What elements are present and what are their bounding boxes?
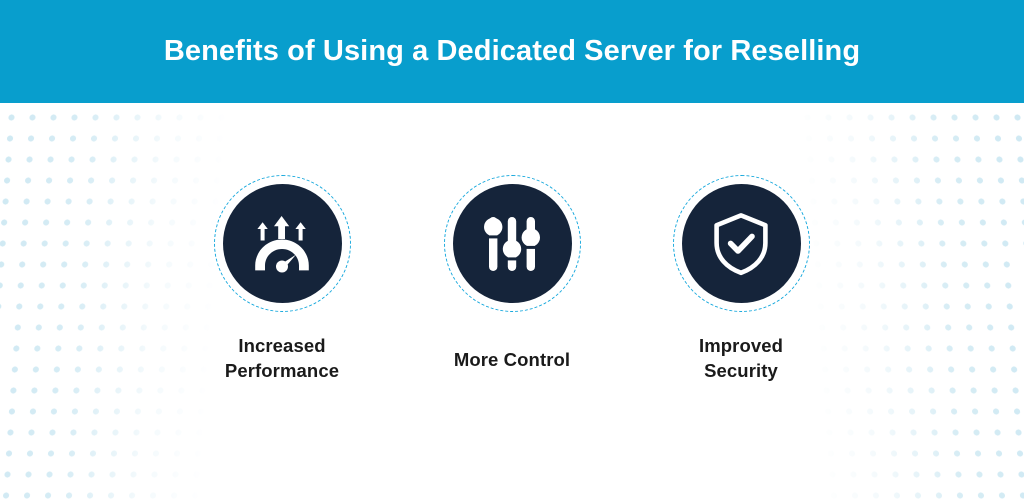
benefit-item-performance: Increased Performance [167, 175, 397, 383]
benefit-icon-circle-security [672, 175, 810, 312]
benefit-label-line-2: Performance [224, 359, 340, 381]
performance-gauge-icon [249, 213, 315, 275]
benefit-item-security: Improved Security [626, 175, 856, 383]
dashed-ring [443, 175, 581, 312]
benefit-label-security: Improved Security [626, 334, 856, 383]
benefit-label-performance: Increased Performance [167, 334, 397, 383]
page-title: Benefits of Using a Dedicated Server for… [163, 34, 861, 67]
benefits-row: Increased Performance [0, 103, 1024, 500]
header-band: Benefits of Using a Dedicated Server for… [0, 0, 1024, 103]
shield-check-icon [711, 212, 771, 276]
benefit-label-line-1: Increased [238, 335, 326, 356]
benefit-label-control: More Control [397, 348, 627, 373]
benefit-icon-circle-control [443, 175, 581, 312]
benefit-label-line-1: Improved [698, 335, 784, 356]
benefit-item-control: More Control [397, 175, 627, 373]
sliders-control-icon [483, 213, 541, 275]
icon-disc [681, 184, 801, 303]
icon-disc [222, 184, 342, 303]
benefit-icon-circle-performance [213, 175, 351, 312]
benefit-label-line-1: More Control [453, 349, 571, 370]
icon-disc [452, 184, 572, 303]
benefit-label-line-2: Security [704, 359, 778, 381]
